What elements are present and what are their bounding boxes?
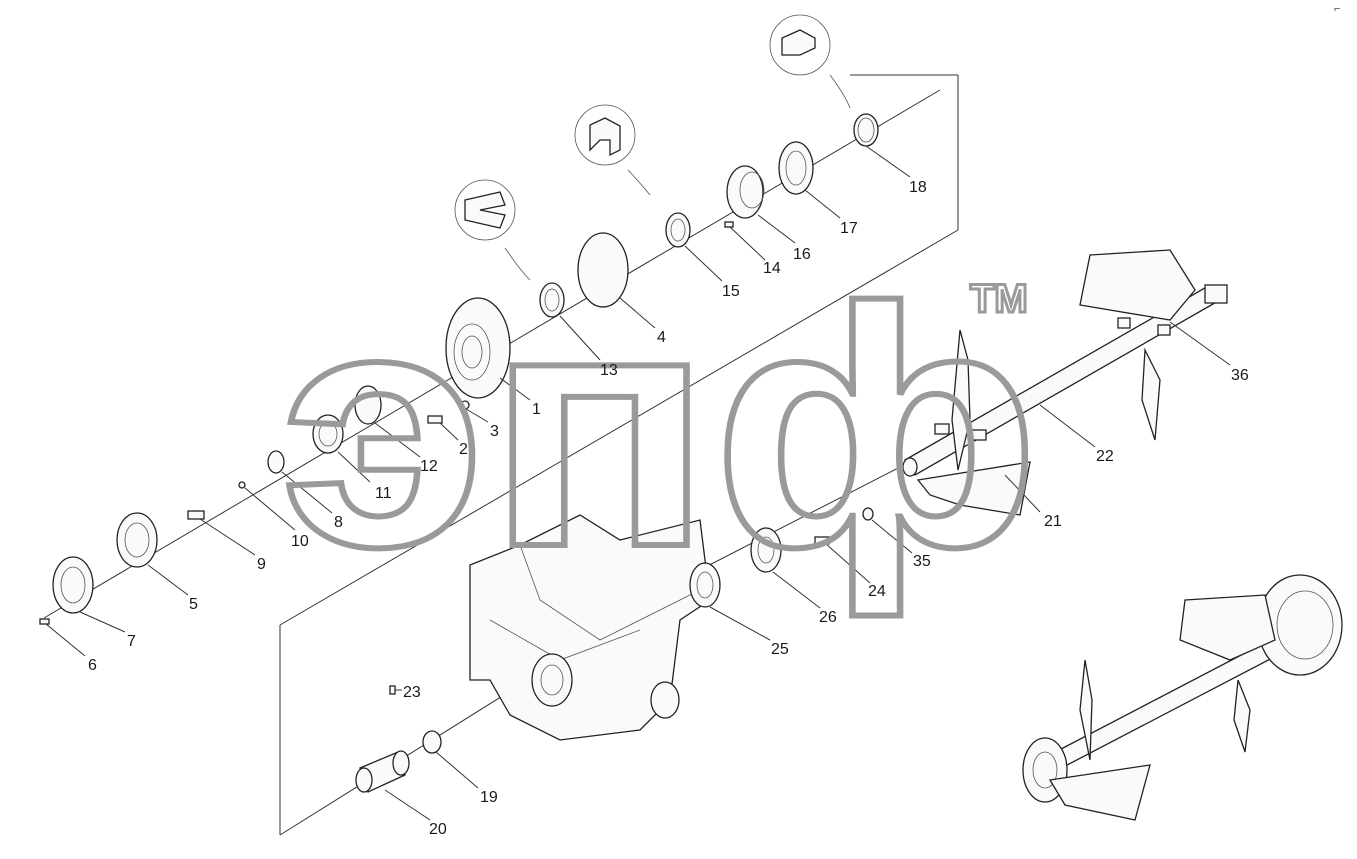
profile-detail-inset-15: [574, 104, 651, 196]
corner-mark: ⌐: [1334, 3, 1340, 15]
part-23-pin: [389, 685, 396, 695]
part-1-flange: [445, 297, 511, 399]
callout-label: 5: [189, 596, 198, 613]
part-18-ring: [853, 113, 879, 147]
part-8-washer: [267, 450, 285, 474]
profile-detail-inset-13: [454, 179, 531, 281]
leader-lines: [45, 145, 1231, 821]
callout-label: 15: [722, 283, 740, 300]
part-15-seal: [665, 212, 691, 248]
watermark: эпф TM: [277, 235, 1043, 622]
callout-label: 3: [490, 423, 499, 440]
callout-label: 12: [420, 458, 438, 475]
callout-label: 17: [840, 220, 858, 237]
part-12-ring: [354, 385, 382, 425]
callout-label: 8: [334, 514, 343, 531]
callout-label: 1: [532, 401, 541, 418]
callout-label: 4: [657, 329, 666, 346]
callout-label: 22: [1096, 448, 1114, 465]
part-4-o-ring: [577, 232, 629, 308]
mixer-shaft-assembly: [902, 249, 1228, 516]
callout-label: 18: [909, 179, 927, 196]
part-24-bolt: [814, 536, 830, 545]
part-19-o-ring: [422, 730, 442, 754]
part-2-bolt: [427, 415, 443, 424]
watermark-trademark: TM: [970, 277, 1028, 321]
part-17-gasket: [778, 141, 814, 195]
part-3-nut: [460, 400, 470, 410]
callout-label: 36: [1231, 367, 1249, 384]
part-10-nut: [238, 481, 246, 489]
callout-label: 21: [1044, 513, 1062, 530]
part-25-gasket: [689, 562, 721, 608]
part-35-plug: [862, 507, 874, 521]
assembled-mixer-view: [1022, 574, 1343, 821]
part-16-cover: [726, 165, 765, 219]
callout-label: 24: [868, 583, 886, 600]
callout-label: 16: [793, 246, 811, 263]
callout-label: 7: [127, 633, 136, 650]
gearbox-housing: [469, 514, 711, 741]
part-20-bushing: [355, 750, 410, 793]
callout-labels: 1 2 3 4 5 6 7 8 9 10 11 12 13 14 15 16 1…: [88, 179, 1249, 838]
callout-label: 26: [819, 609, 837, 626]
callout-label: 35: [913, 553, 931, 570]
callout-label: 10: [291, 533, 309, 550]
callout-label: 19: [480, 789, 498, 806]
callout-label: 20: [429, 821, 447, 838]
watermark-text: эпф: [280, 238, 1040, 619]
part-6-bolt: [39, 618, 50, 625]
callout-label: 11: [375, 485, 392, 502]
callout-label: 14: [763, 260, 781, 277]
part-14-bolt: [724, 221, 734, 228]
part-13-seal: [539, 282, 565, 318]
part-11-bearing: [312, 414, 344, 454]
callout-label: 2: [459, 441, 468, 458]
callout-label: 9: [257, 556, 266, 573]
part-5-gasket: [116, 512, 158, 568]
callout-label: 13: [600, 362, 618, 379]
profile-detail-inset-18: [769, 14, 851, 109]
part-7-cover: [52, 556, 94, 614]
part-9-bolt: [187, 510, 205, 520]
callout-label: 23: [403, 684, 421, 701]
part-26-bearing: [750, 527, 782, 573]
callout-label: 25: [771, 641, 789, 658]
callout-label: 6: [88, 657, 97, 674]
